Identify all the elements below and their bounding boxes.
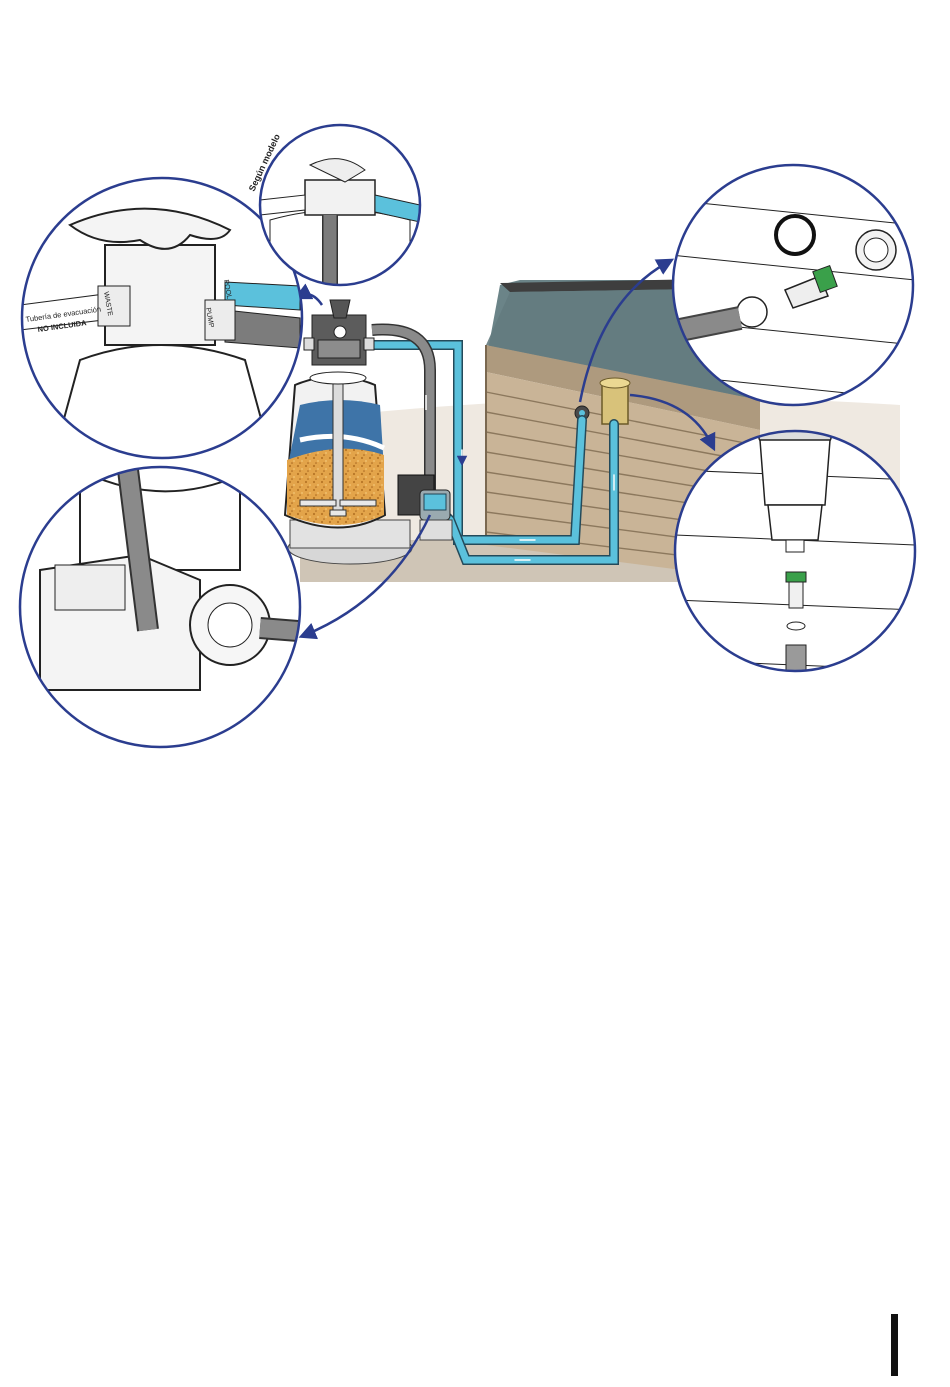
callout-pump-closeup <box>20 467 310 747</box>
filter-tank-icon <box>285 377 385 528</box>
callout-skimmer-fitting <box>675 428 915 685</box>
skimmer <box>600 378 630 424</box>
page-edge-mark <box>891 1314 898 1376</box>
multiport-valve-icon <box>304 300 374 384</box>
callout-valve-closeup: Tubería de evacuación NO INCLUIDA WASTE … <box>20 178 302 470</box>
callout-return-fitting <box>670 165 915 405</box>
